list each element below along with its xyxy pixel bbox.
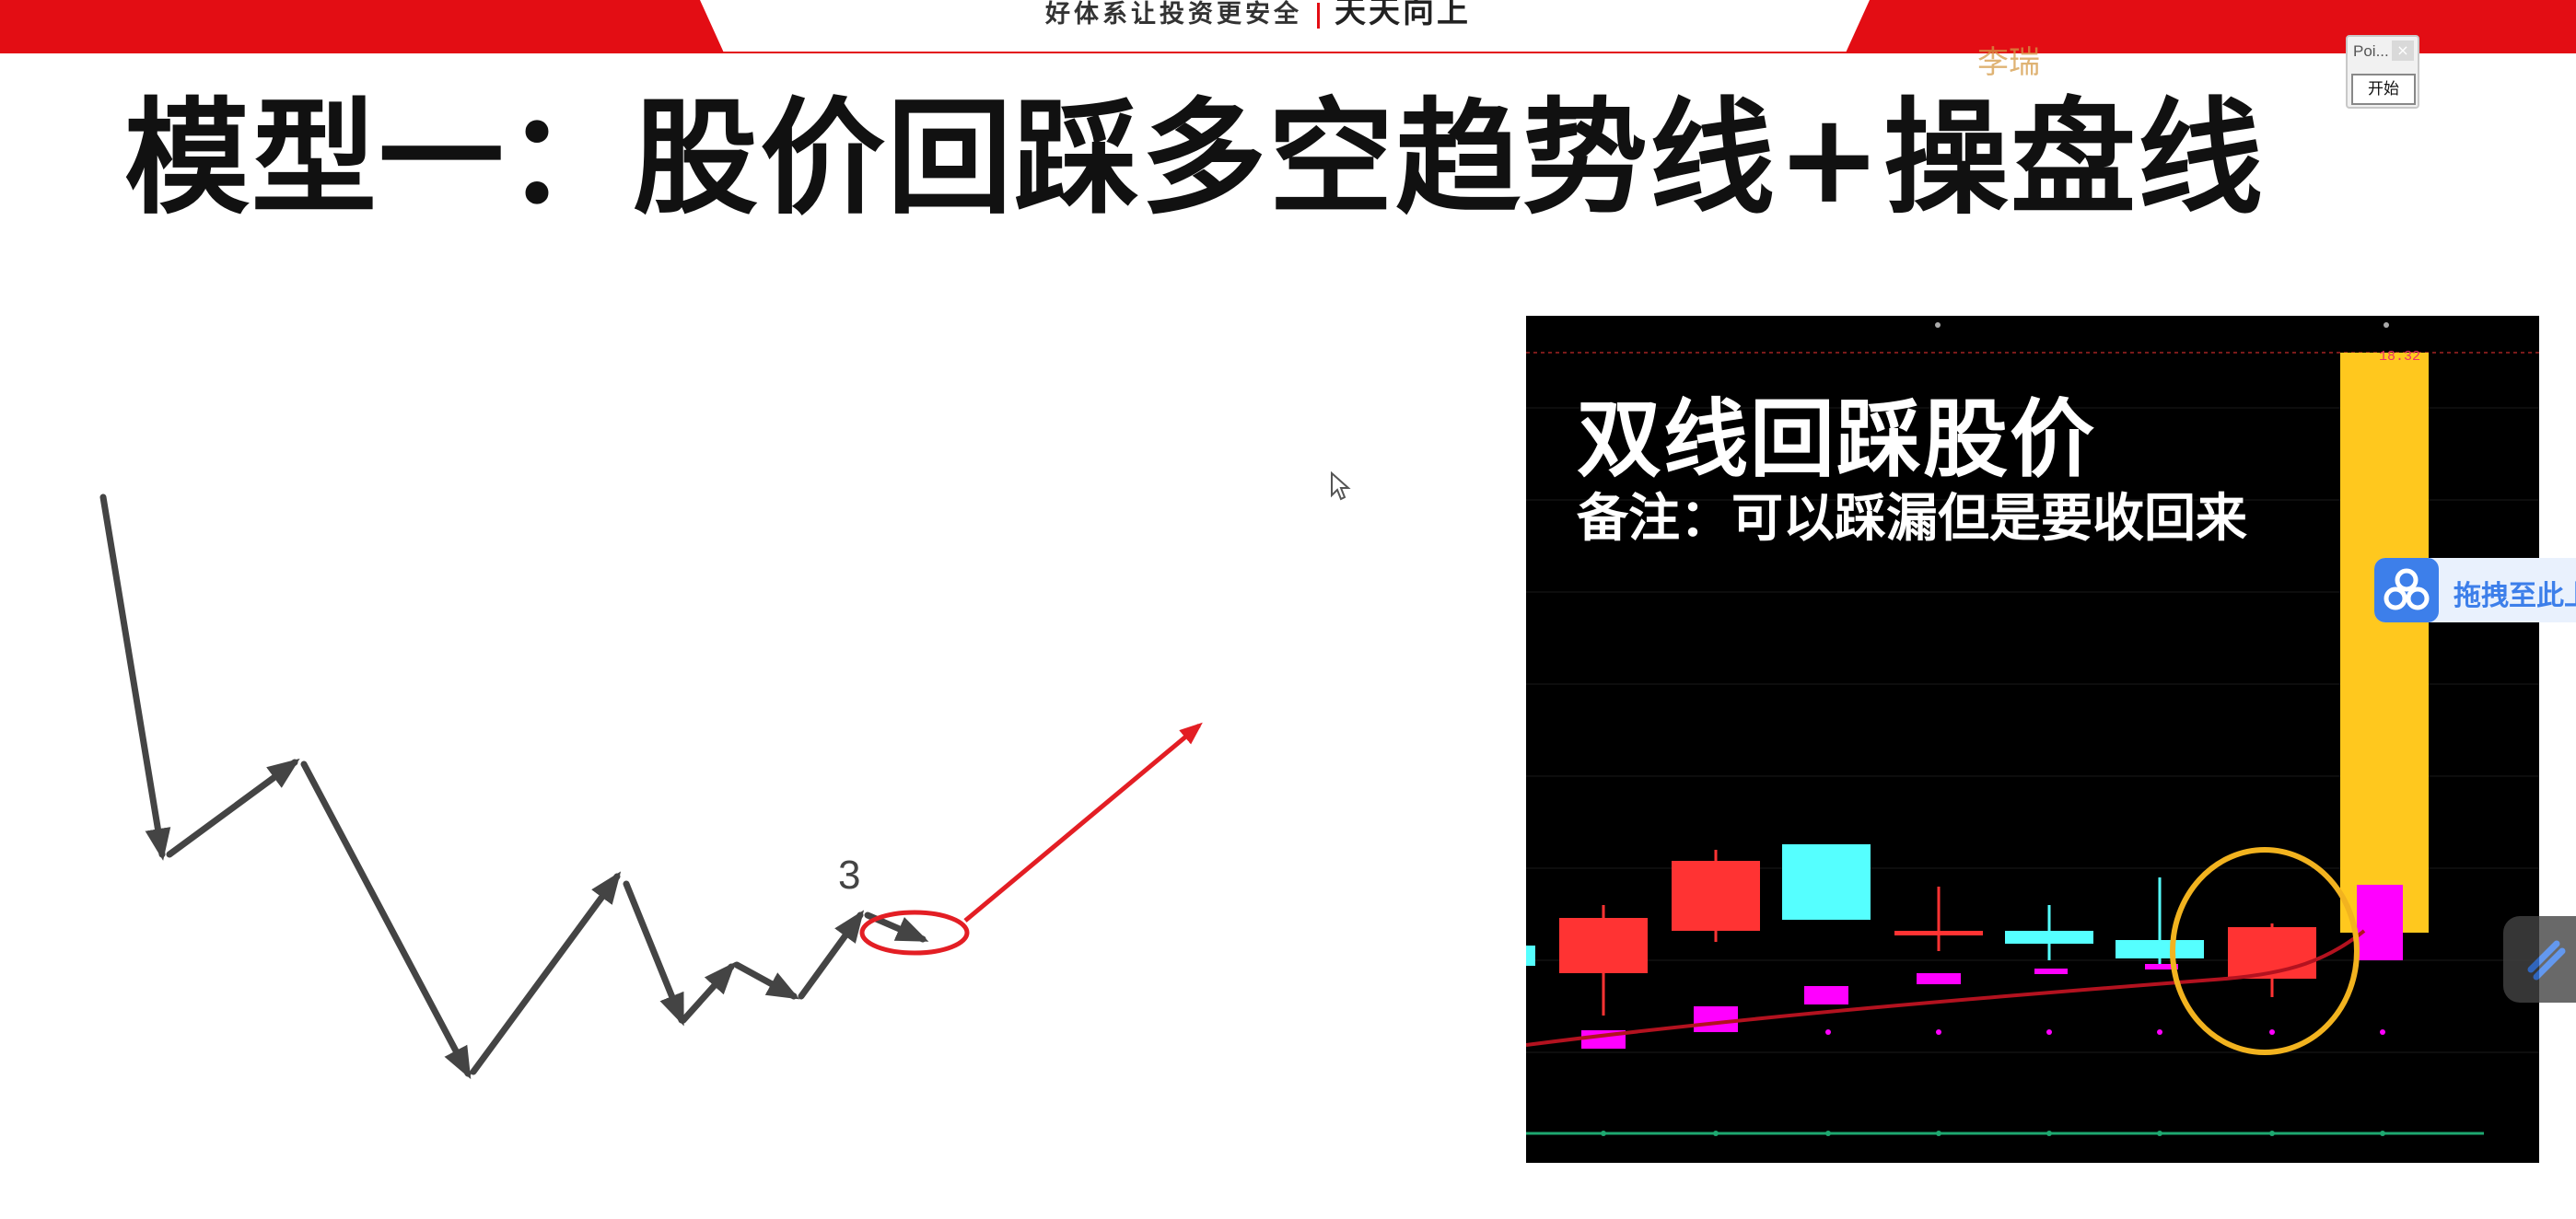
wave-segment (99, 493, 171, 861)
volume-bar (1694, 1006, 1738, 1032)
wave-diagram: 3 (99, 493, 1203, 1080)
header-slogan: 好体系让投资更安全 天天向上 (1045, 0, 1471, 30)
wave-label-3: 3 (838, 853, 860, 898)
candle-down (2005, 931, 2093, 944)
widget-title: Poi... (2353, 42, 2389, 60)
mouse-cursor-icon (1331, 471, 1351, 501)
pointer-widget[interactable]: Poi... × 开始 (2346, 35, 2419, 109)
candle-up (2228, 927, 2316, 979)
highlight-ring (2170, 847, 2360, 1055)
limit-price-tag: 18.32 (2379, 349, 2421, 365)
slogan-divider (1317, 2, 1320, 29)
side-tool-button[interactable] (2503, 916, 2576, 1003)
volume-bar (2357, 885, 2403, 960)
wave-segment (623, 880, 685, 1027)
wave-segment (798, 910, 865, 1000)
volume-bar (1917, 973, 1961, 984)
upload-drop-target[interactable]: 拖拽至此上传 (2374, 558, 2576, 622)
wave-segment (733, 961, 800, 1000)
wave-segment (166, 758, 300, 858)
wave-segment (470, 871, 622, 1075)
brand-name: 天天向上 (1335, 0, 1471, 30)
header-bar: 好体系让投资更安全 天天向上 (0, 0, 2576, 53)
upload-label: 拖拽至此上传 (2454, 580, 2576, 612)
slogan-text: 好体系让投资更安全 (1045, 0, 1302, 29)
start-button[interactable]: 开始 (2351, 74, 2416, 105)
close-icon[interactable]: × (2392, 41, 2414, 61)
candle-down (1782, 844, 1871, 920)
volume-bars (1581, 885, 2403, 1049)
candle-down (2116, 940, 2204, 958)
tool-icon (2527, 940, 2566, 981)
chart-panel-note: 备注：可以踩漏但是要收回来 (1577, 488, 2247, 549)
trend-line (1526, 929, 2366, 1047)
slide-title: 模型一：股价回踩多空趋势线+操盘线 (124, 85, 2265, 232)
header-tab (700, 0, 1870, 52)
projection-arrow (963, 722, 1203, 923)
candle-up (1672, 861, 1760, 931)
limit-up-bar (2340, 353, 2429, 933)
volume-bar (2034, 969, 2068, 974)
volume-bar (1804, 986, 1848, 1004)
baidu-netdisk-icon[interactable] (2374, 558, 2439, 622)
pullback-circle (859, 910, 970, 956)
kline-chart-panel: 双线回踩股价 备注：可以踩漏但是要收回来 18.32 (1526, 316, 2539, 1163)
wave-segment (300, 760, 472, 1080)
candle-doji (1894, 931, 1983, 935)
volume-bar (2145, 964, 2178, 969)
presenter-watermark: 李瑞 (1977, 44, 2040, 81)
kline-chart (1526, 322, 2539, 1136)
candle-up (1559, 918, 1648, 973)
wave-segment (680, 961, 736, 1024)
chart-panel-title: 双线回踩股价 (1577, 389, 2097, 489)
candles (1526, 844, 2316, 1016)
